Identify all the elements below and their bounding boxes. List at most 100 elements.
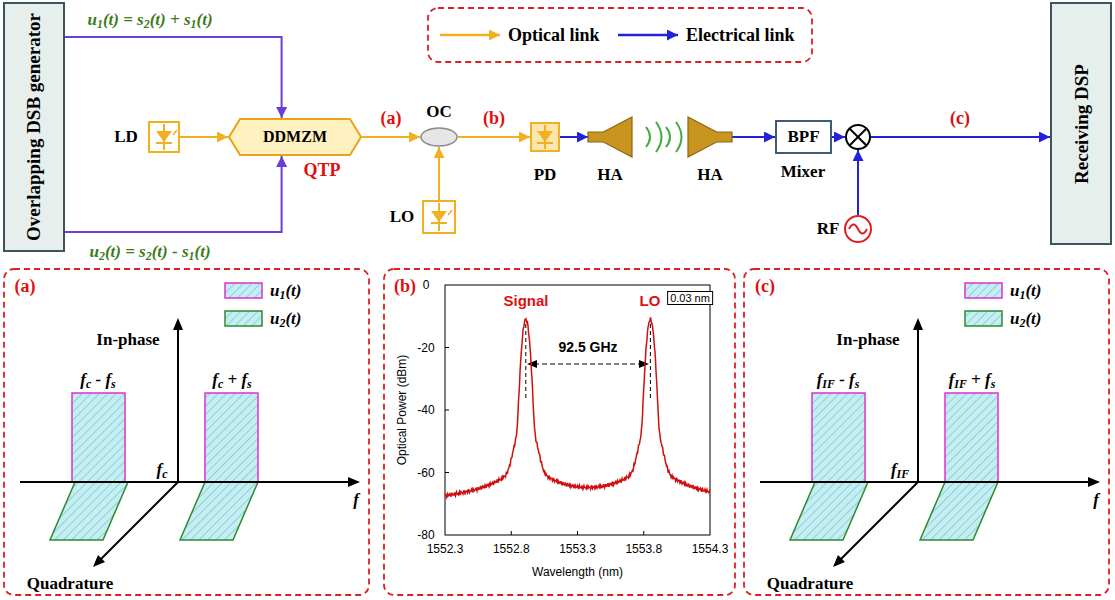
horn-antenna: [588, 117, 632, 157]
link-connector: [458, 136, 530, 138]
link-connector: [362, 136, 420, 138]
spectrum-axes: [445, 285, 710, 535]
photodiode: PD: [530, 122, 560, 152]
text-label: In-phase: [836, 330, 899, 350]
legend-swatch: [965, 283, 1002, 298]
link-connector: [857, 150, 859, 215]
text-label: 92.5 GHz: [558, 339, 617, 355]
shape-part: [537, 131, 553, 142]
shape-part: [156, 131, 172, 142]
link-label: (c): [948, 108, 972, 129]
block-box: Overlapping DSB generator: [3, 2, 65, 252]
node-outline: [148, 121, 180, 153]
link-label: u1(t) = s2(t) + s1(t): [85, 10, 214, 30]
shape-part: [173, 130, 177, 135]
node-label: DDMZM: [263, 128, 327, 146]
inset-panel: (a): [3, 268, 370, 596]
modulator: DDMZM: [228, 118, 362, 156]
shape-part: [448, 210, 452, 215]
axis-label: 1553.3: [559, 542, 596, 556]
axis-label: Optical Power (dBm): [395, 355, 409, 466]
node-outline: [420, 127, 458, 147]
node-label: LO: [390, 207, 415, 227]
rf-source-symbol: [845, 216, 871, 242]
link-label: (a): [379, 108, 404, 129]
node-label: RF: [817, 219, 840, 239]
text-label: fc - fs: [80, 370, 115, 390]
text-label: fIF + fs: [949, 370, 996, 390]
laser-diode: LD: [148, 121, 180, 153]
axis-label: -20: [417, 341, 434, 355]
coupler-ellipse: [421, 128, 457, 146]
block-box: [1051, 3, 1111, 244]
axis-label: 1553.8: [625, 542, 662, 556]
wireless-waves: [646, 122, 682, 152]
axis-label: -60: [417, 466, 434, 480]
inset-panel: (c): [743, 268, 1110, 596]
shape-part: [849, 225, 867, 234]
text-label: QTP: [303, 160, 340, 181]
text-label: f: [1093, 490, 1099, 510]
legend-swatch: [225, 283, 262, 298]
node-outline: [743, 268, 1110, 596]
shape-part: [431, 222, 447, 224]
arrow-head: [527, 360, 537, 368]
link-connector: [438, 147, 440, 200]
horn-antenna: HA: [588, 117, 632, 157]
node-label: HA: [697, 165, 723, 185]
node-label: BPF: [787, 127, 819, 147]
text-label: fIF - fs: [817, 370, 860, 390]
legend-label: Optical link: [508, 25, 600, 46]
text-label: f: [353, 490, 359, 510]
block-box: [4, 3, 64, 251]
node-outline: [845, 124, 871, 150]
modulator-hexagon: [229, 119, 361, 155]
axis-label: -80: [417, 528, 434, 542]
text-label: fc + fs: [212, 370, 251, 390]
shape-part: [850, 129, 867, 146]
shape-part: [431, 211, 447, 222]
node-outline: [588, 117, 632, 157]
link-connector: [560, 136, 588, 138]
text-label: Quadrature: [767, 574, 854, 594]
block-box: Receiving DSP: [1050, 2, 1112, 245]
node-label: Mixer: [781, 162, 825, 182]
node-label: OC: [426, 102, 452, 122]
iq-spectrum: [760, 318, 1100, 567]
text-label: fc: [157, 460, 168, 480]
link-connector: [65, 156, 282, 232]
text-label: fIF: [891, 460, 909, 480]
panel-frame: [744, 269, 1109, 595]
legend-swatch: [225, 311, 262, 326]
link-label: (b): [481, 108, 507, 129]
horn-antenna: [688, 117, 732, 157]
node-outline: [530, 122, 560, 152]
link-connector: [180, 136, 228, 138]
link-connector: [732, 136, 775, 138]
panel-frame: [384, 269, 735, 595]
link-connector: [871, 136, 1050, 138]
horn-antenna: HA: [688, 117, 732, 157]
mixer: Mixer: [845, 124, 871, 150]
node-outline: [3, 268, 370, 596]
axis-label: 1554.3: [692, 542, 729, 556]
rf-source: RF: [844, 215, 872, 243]
laser-symbol: [149, 122, 179, 152]
legend-frame: [428, 8, 812, 62]
node-label: (a): [13, 276, 38, 297]
node-label: Overlapping DSB generator: [23, 7, 45, 247]
band-pass-filter: BPF: [775, 120, 832, 154]
text-label: Quadrature: [27, 574, 114, 594]
node-label: PD: [534, 165, 557, 185]
link-label: u2(t) = s2(t) - s1(t): [87, 242, 212, 262]
spectrum-trace: [445, 317, 710, 497]
node-label: (b): [392, 276, 418, 297]
legend-label: u2(t): [270, 309, 301, 329]
text-label: LO: [640, 292, 661, 309]
axis-label: 1552.8: [493, 542, 530, 556]
shape-part: [537, 142, 553, 144]
photodiode-symbol: [531, 123, 559, 151]
text-label: Signal: [503, 292, 548, 309]
node-label: (c): [753, 276, 777, 297]
